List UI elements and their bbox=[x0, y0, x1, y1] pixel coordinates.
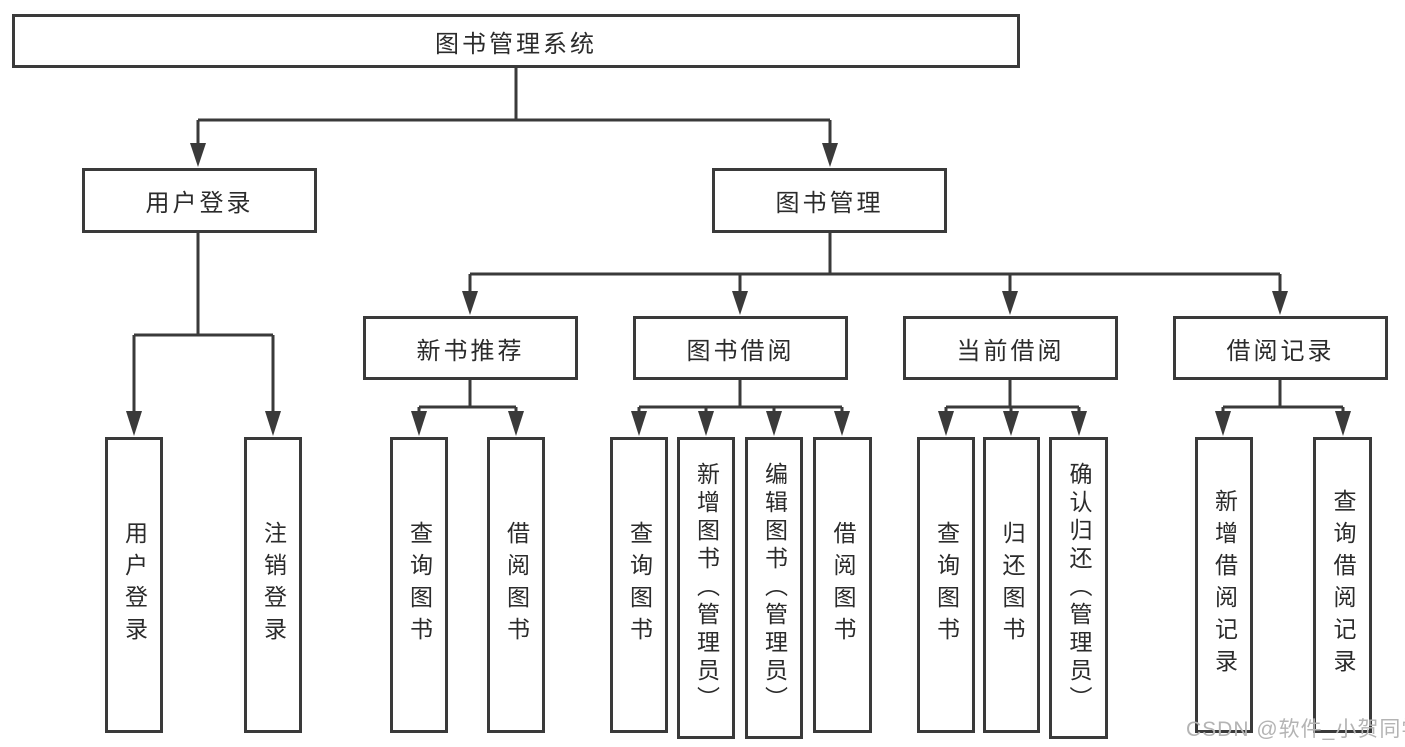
leaf-query-books-current: 查询图书 bbox=[917, 437, 975, 733]
leaf-edit-books-admin: 编辑图书（管理员） bbox=[745, 437, 803, 739]
csdn-watermark: CSDN @软件_小贺同学 bbox=[1186, 718, 1405, 741]
leaf-user-login: 用户登录 bbox=[105, 437, 163, 733]
node-book-management: 图书管理 bbox=[712, 168, 947, 233]
leaf-query-books-borrowing: 查询图书 bbox=[610, 437, 668, 733]
leaf-logout: 注销登录 bbox=[244, 437, 302, 733]
leaf-confirm-return-admin: 确认归还（管理员） bbox=[1049, 437, 1108, 739]
leaf-query-books-recommend: 查询图书 bbox=[390, 437, 448, 733]
leaf-return-books: 归还图书 bbox=[983, 437, 1040, 733]
node-new-book-recommend: 新书推荐 bbox=[363, 316, 578, 380]
node-user-login: 用户登录 bbox=[82, 168, 317, 233]
node-library-system: 图书管理系统 bbox=[12, 14, 1020, 68]
leaf-add-borrow-record: 新增借阅记录 bbox=[1195, 437, 1253, 733]
leaf-add-books-admin: 新增图书（管理员） bbox=[677, 437, 735, 739]
leaf-borrow-books-borrowing: 借阅图书 bbox=[813, 437, 872, 733]
node-borrow-records: 借阅记录 bbox=[1173, 316, 1388, 380]
leaf-borrow-books-recommend: 借阅图书 bbox=[487, 437, 545, 733]
node-current-borrowing: 当前借阅 bbox=[903, 316, 1118, 380]
leaf-query-borrow-record: 查询借阅记录 bbox=[1313, 437, 1372, 733]
node-book-borrowing: 图书借阅 bbox=[633, 316, 848, 380]
arrowheads bbox=[126, 143, 1351, 436]
